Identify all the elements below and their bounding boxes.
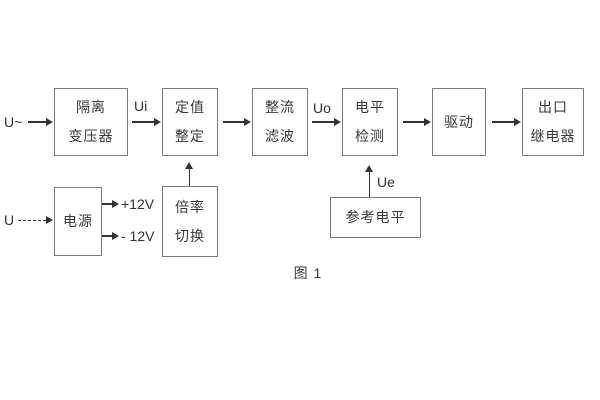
block-power-supply: 电源 <box>54 187 102 256</box>
block-label: 整流 <box>265 99 295 115</box>
block-label: 驱动 <box>444 113 474 130</box>
block-label: 变压器 <box>68 128 114 144</box>
block-label: 滤波 <box>265 128 295 144</box>
arrow-ac-input <box>28 118 53 125</box>
ac-input-label: U~ <box>4 114 23 130</box>
block-label: 整定 <box>175 128 205 144</box>
block-label: 电平 <box>355 99 385 115</box>
block-label: 定值 <box>175 99 205 115</box>
block-ratio-switch: 倍率 切换 <box>162 186 218 257</box>
arrow-dc-input <box>18 216 53 225</box>
figure-caption: 图 1 <box>293 265 323 281</box>
arrow-reference-to-level <box>365 165 373 197</box>
block-label: 倍率 <box>175 198 205 215</box>
block-label: 参考电平 <box>345 209 406 225</box>
arrow-driver-to-relay <box>492 118 521 125</box>
signal-ue-label: Ue <box>377 174 395 190</box>
block-driver: 驱动 <box>432 88 486 156</box>
arrow-level-to-driver <box>403 118 431 125</box>
block-reference-level: 参考电平 <box>330 197 421 238</box>
arrow-minus-12v <box>102 232 119 239</box>
block-output-relay: 出口 继电器 <box>522 88 584 156</box>
minus-12v-label: - 12V <box>121 228 155 244</box>
arrow-plus-12v <box>102 200 119 207</box>
block-label: 切换 <box>175 227 205 244</box>
arrow-setting-to-rectifier <box>223 118 251 125</box>
arrow-rectifier-to-level <box>312 118 341 125</box>
block-label: 电源 <box>63 213 93 229</box>
block-isolation-transformer: 隔离 变压器 <box>54 88 128 156</box>
block-label: 检测 <box>355 128 385 144</box>
signal-uo-label: Uo <box>313 100 331 116</box>
plus-12v-label: +12V <box>121 196 155 212</box>
block-rectifier-filter: 整流 滤波 <box>252 88 308 156</box>
block-label: 出口 <box>538 99 568 115</box>
arrow-isolation-to-setting <box>132 118 161 125</box>
arrow-ratio-to-setting <box>185 162 193 186</box>
block-setting-adjust: 定值 整定 <box>162 88 218 156</box>
block-level-detect: 电平 检测 <box>342 88 398 156</box>
block-label: 隔离 <box>76 99 106 115</box>
block-label: 继电器 <box>530 128 576 144</box>
dc-input-label: U <box>4 212 15 228</box>
signal-ui-label: Ui <box>134 98 148 114</box>
